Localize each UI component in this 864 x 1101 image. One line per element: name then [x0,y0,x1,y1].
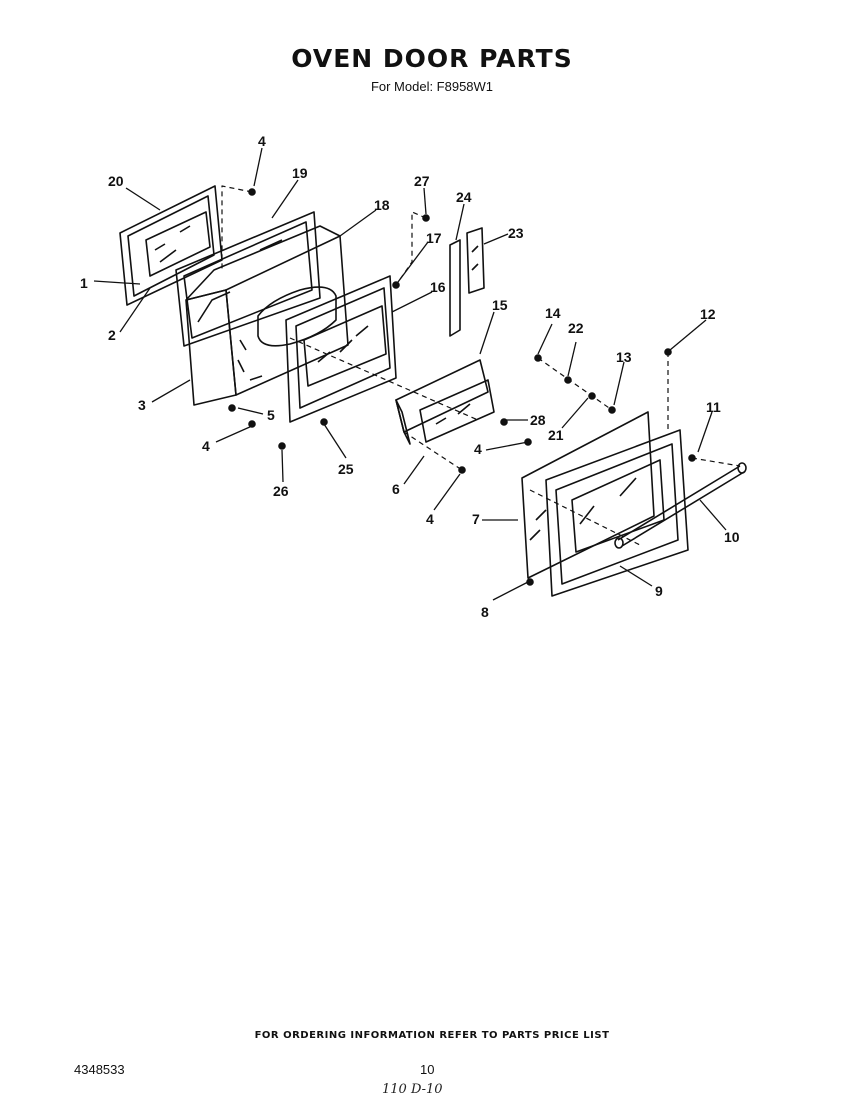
callout-7: 7 [472,511,480,527]
callout-4d: 4 [426,511,434,527]
document-number: 4348533 [74,1062,125,1077]
callout-5: 5 [267,407,275,423]
callout-8: 8 [481,604,489,620]
callout-1: 1 [80,275,88,291]
callout-26: 26 [273,483,289,499]
callout-18: 18 [374,197,390,213]
part-16-inner-door-panel [285,275,397,423]
callout-4c: 4 [474,441,482,457]
part-7-outer-glass [521,411,655,579]
callout-2: 2 [108,327,116,343]
callout-10: 10 [724,529,740,545]
callout-20: 20 [108,173,124,189]
callout-labels: 1 2 3 4 5 6 7 8 9 10 11 12 13 14 15 16 1… [80,133,740,620]
part-10-handle [614,462,747,549]
callout-23: 23 [508,225,524,241]
callout-4b: 4 [258,133,266,149]
callout-11: 11 [706,399,721,415]
callout-19: 19 [292,165,308,181]
callout-28: 28 [530,412,546,428]
part-23-small-glass [466,227,485,294]
page-title: OVEN DOOR PARTS [291,44,573,73]
callout-15: 15 [492,297,508,313]
callout-25: 25 [338,461,354,477]
part-20-rear-gasket-frame [119,185,223,306]
callout-14: 14 [545,305,561,321]
callout-6: 6 [392,481,400,497]
callout-4a: 4 [202,438,210,454]
model-subtitle: For Model: F8958W1 [370,79,494,94]
leader-lines [93,147,727,601]
part-19-inner-frame [175,211,321,347]
callout-9: 9 [655,583,663,599]
callout-22: 22 [568,320,584,336]
assembly-lines [221,185,741,546]
callout-13: 13 [616,349,632,365]
callout-21: 21 [548,427,564,443]
handwritten-note: 110 D-10 [382,1082,443,1097]
callout-12: 12 [700,306,716,322]
callout-27: 27 [414,173,430,189]
part-18-door-liner [185,225,349,406]
ordering-footer: FOR ORDERING INFORMATION REFER TO PARTS … [254,1030,610,1041]
part-24-strip [449,239,461,337]
callout-17: 17 [426,230,442,246]
page-number: 10 [420,1062,435,1077]
part-6-glass-pack [395,359,495,445]
callout-24: 24 [456,189,472,205]
callout-3: 3 [138,397,146,413]
callout-16: 16 [430,279,446,295]
